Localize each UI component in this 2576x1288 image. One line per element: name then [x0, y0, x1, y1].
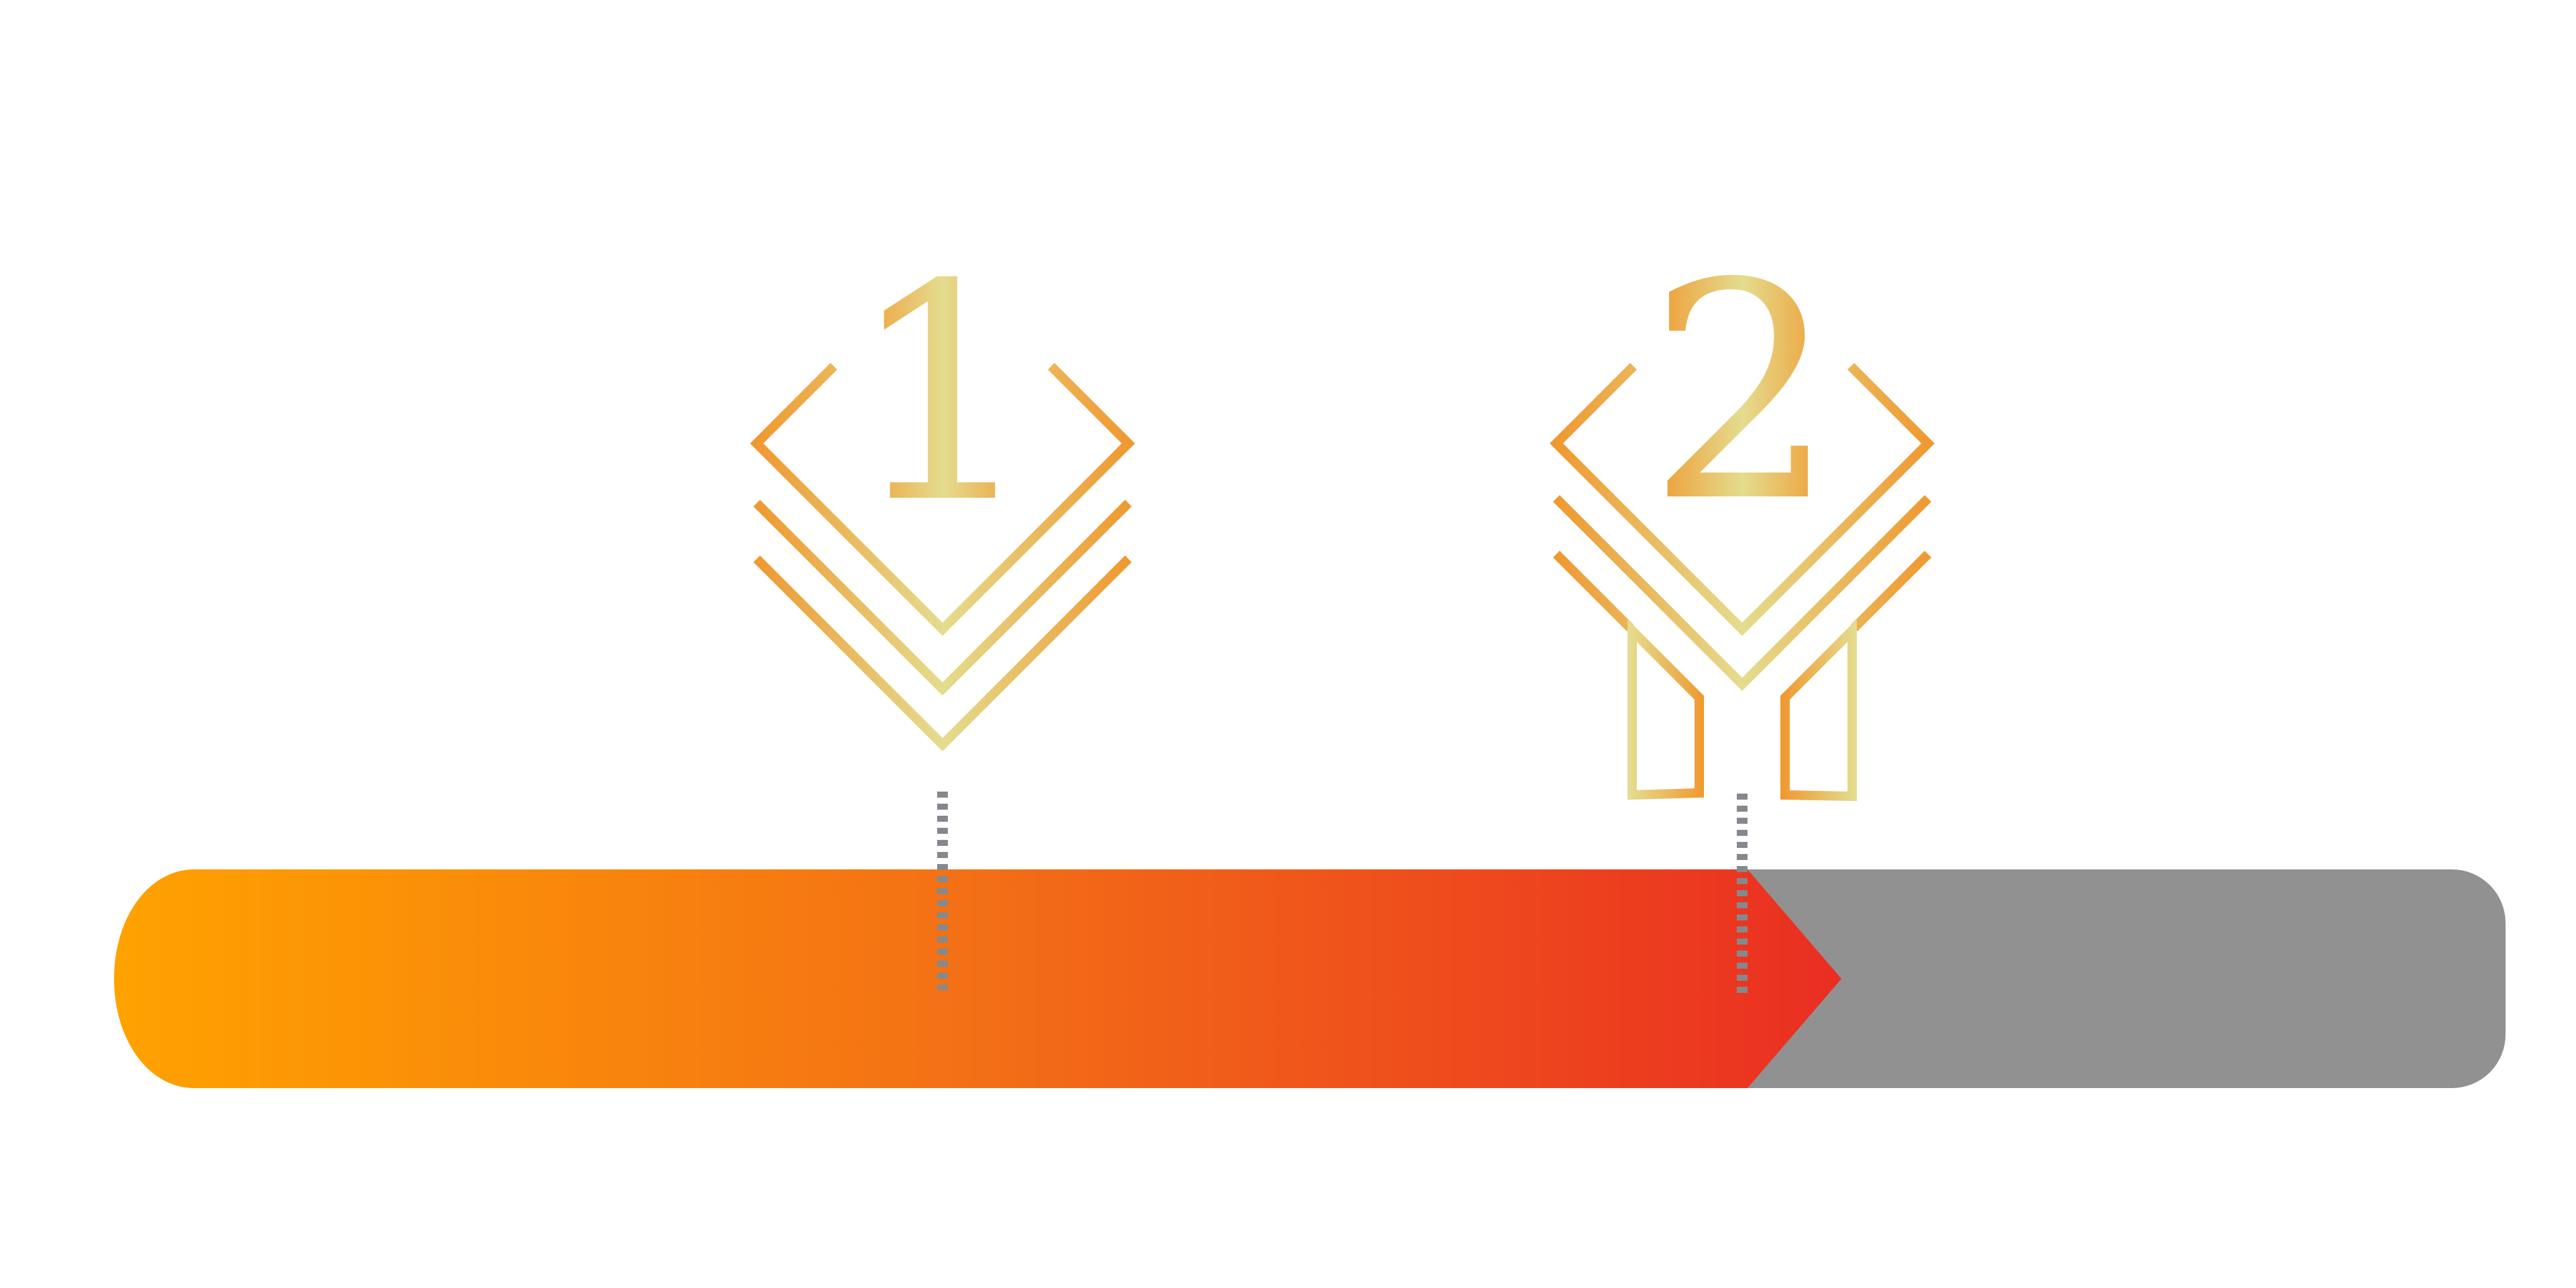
progress-track: [1744, 869, 2506, 1088]
step-2-number: 2: [1647, 219, 1837, 567]
chevron-stack-with-legs-icon: [1550, 363, 1935, 802]
chevron-stack-icon: [750, 363, 1135, 751]
step-1-number: 1: [847, 221, 1037, 568]
progress-bar: [114, 869, 2506, 1088]
progress-fill: [114, 869, 1841, 1088]
step-2: 2: [1550, 219, 1935, 993]
step-1: 1: [750, 221, 1135, 990]
